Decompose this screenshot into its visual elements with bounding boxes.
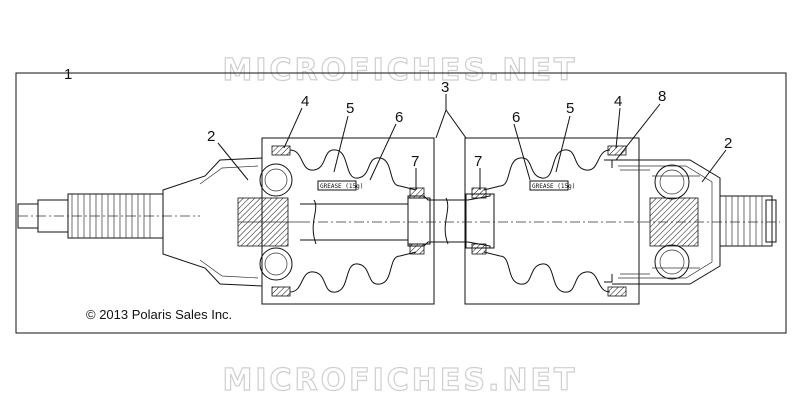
grease-label-left: GREASE (15g) (320, 183, 363, 190)
right-inner-clamp-top (471, 187, 487, 199)
left-cv-housing (162, 157, 300, 287)
callout-6-right: 6 (512, 109, 520, 126)
left-boot-top (289, 149, 417, 191)
right-boot-top (483, 149, 611, 191)
right-outer-clamp-bottom (607, 286, 627, 297)
left-stub-shaft (17, 193, 200, 239)
callout-7-left: 7 (411, 153, 419, 170)
callout-1: 1 (64, 66, 72, 83)
right-inner-clamp-bottom (471, 243, 487, 255)
grease-label-right: GREASE (15g) (532, 183, 575, 190)
callout-4-left: 4 (301, 93, 309, 110)
left-outer-clamp-bottom (271, 286, 291, 297)
right-stub-shaft (640, 195, 780, 247)
callout-5-right: 5 (566, 100, 574, 117)
left-boot-bottom (289, 251, 417, 293)
copyright-notice: © 2013 Polaris Sales Inc. (86, 307, 232, 322)
callout-6-left: 6 (395, 109, 403, 126)
callout-5-left: 5 (346, 100, 354, 117)
watermark-top: MICROFICHES.NET (223, 53, 578, 88)
callout-4-right: 4 (614, 93, 622, 110)
left-outer-clamp-top (271, 145, 291, 156)
right-outer-clamp-top (607, 145, 627, 156)
right-boot-bottom (483, 251, 611, 293)
watermark-bottom: MICROFICHES.NET (223, 363, 578, 398)
assembly-frame (15, 72, 787, 334)
leader-lines (74, 72, 727, 190)
joint-box-right (464, 137, 640, 305)
callout-2-left: 2 (207, 128, 215, 145)
callout-3: 3 (441, 79, 449, 96)
callout-8: 8 (658, 88, 666, 105)
center-shaft (300, 193, 640, 249)
callout-2-right: 2 (724, 135, 732, 152)
right-circlip (604, 159, 613, 283)
callout-7-right: 7 (474, 153, 482, 170)
